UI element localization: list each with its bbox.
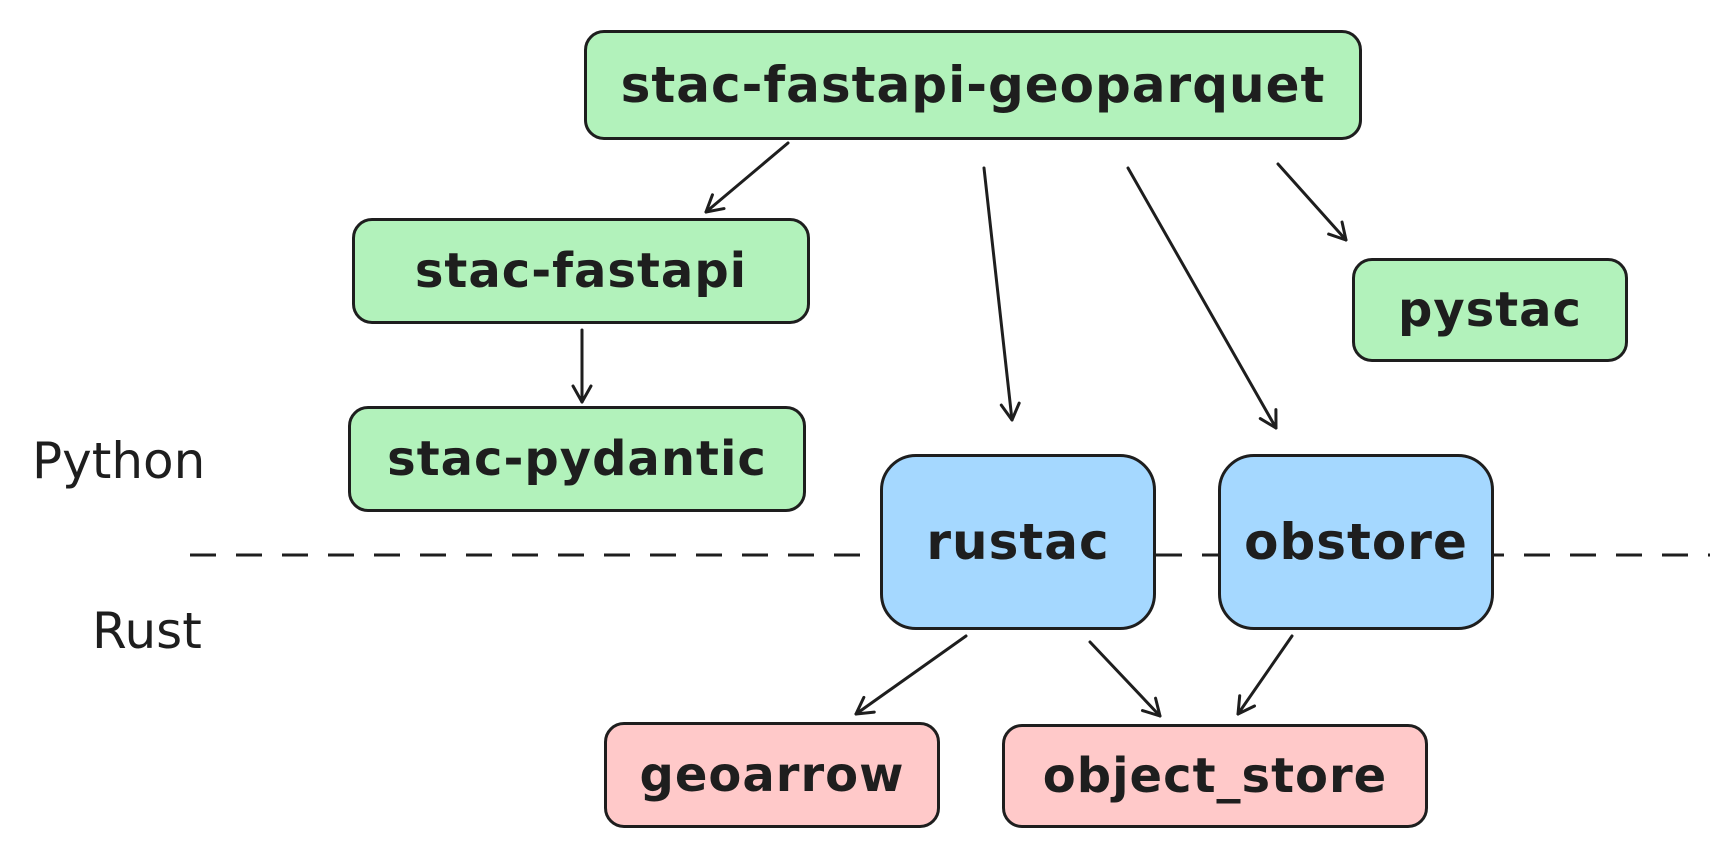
node-label: stac-fastapi-geoparquet — [620, 56, 1326, 114]
edge-geoparquet-to-obstore — [1126, 166, 1278, 430]
node-stac-fastapi[interactable]: stac-fastapi — [352, 218, 810, 324]
edge-obstore-to-object-store — [1236, 634, 1294, 716]
node-pystac[interactable]: pystac — [1352, 258, 1628, 362]
node-label: pystac — [1397, 282, 1582, 338]
node-label: stac-fastapi — [414, 243, 748, 299]
node-stac-pydantic[interactable]: stac-pydantic — [348, 406, 806, 512]
node-rustac[interactable]: rustac — [880, 454, 1156, 630]
node-object-store[interactable]: object_store — [1002, 724, 1428, 828]
node-label: stac-pydantic — [387, 431, 767, 487]
edge-geoparquet-to-rustac — [982, 166, 1021, 422]
node-obstore[interactable]: obstore — [1218, 454, 1494, 630]
node-label: geoarrow — [639, 747, 905, 803]
rust-layer-label: Rust — [92, 602, 202, 660]
node-label: object_store — [1042, 748, 1388, 804]
edge-rustac-to-geoarrow — [854, 634, 968, 716]
node-geoarrow[interactable]: geoarrow — [604, 722, 940, 828]
edge-rustac-to-object-store — [1088, 640, 1162, 718]
node-stac-fastapi-geoparquet[interactable]: stac-fastapi-geoparquet — [584, 30, 1362, 140]
node-label: obstore — [1244, 513, 1468, 571]
edge-geoparquet-to-pystac — [1276, 162, 1348, 242]
python-layer-label: Python — [32, 432, 206, 490]
node-label: rustac — [926, 513, 1110, 571]
edge-geoparquet-to-fastapi — [704, 141, 790, 214]
